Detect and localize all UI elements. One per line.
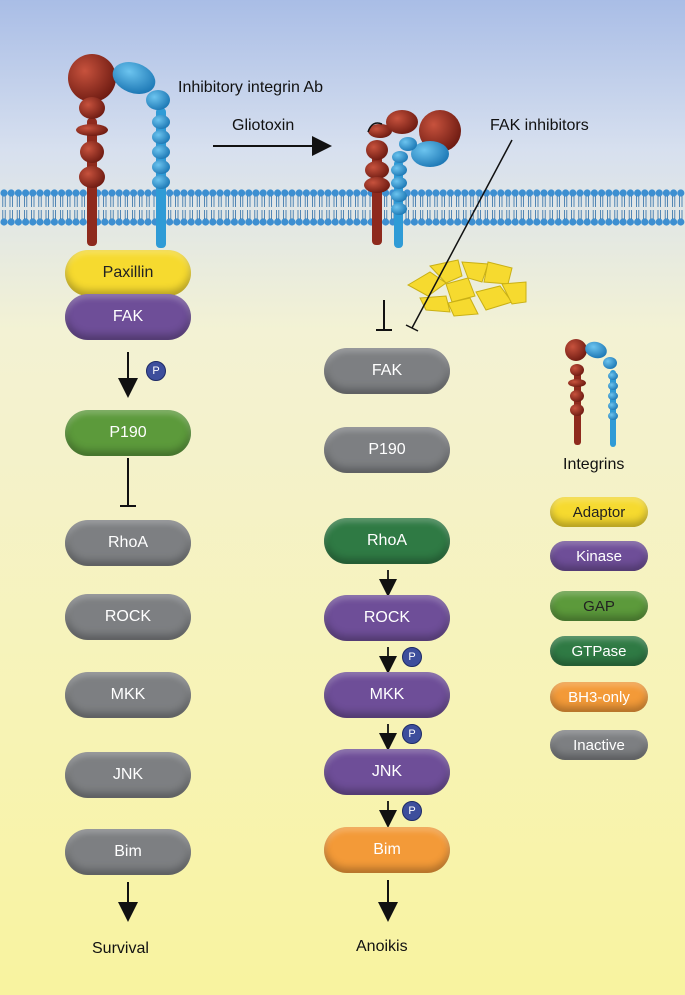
fak-inhibitors-label: FAK inhibitors: [490, 117, 589, 134]
inhibition-p190-rhoa: [120, 458, 136, 507]
node-right-p190: P190: [324, 427, 450, 473]
fak-inhibitor-fragments: [406, 259, 527, 317]
phospho-badge-jnk-bim: P: [402, 801, 422, 821]
legend-integrins-label: Integrins: [563, 456, 625, 473]
integrin-active: [68, 54, 170, 248]
node-left-rock: ROCK: [65, 594, 191, 640]
node-right-bim: Bim: [324, 827, 450, 873]
inhibition-bar-right: [376, 300, 392, 331]
node-left-fak: FAK: [65, 294, 191, 340]
legend-bh3-only: BH3-only: [550, 682, 648, 712]
fak-inhibitor-line: [405, 139, 513, 332]
gliotoxin-label: Gliotoxin: [232, 117, 295, 134]
node-left-jnk: JNK: [65, 752, 191, 798]
node-left-p190: P190: [65, 410, 191, 456]
node-left-rhoa: RhoA: [65, 520, 191, 566]
inhibitory-integrin-ab-label: Inhibitory integrin Ab: [178, 79, 323, 96]
integrin-inactive: [364, 110, 461, 248]
phospho-badge-mkk-jnk: P: [402, 724, 422, 744]
legend-gap: GAP: [550, 591, 648, 621]
node-right-fak: FAK: [324, 348, 450, 394]
node-right-jnk: JNK: [324, 749, 450, 795]
cell-membrane: [0, 189, 685, 226]
node-left-bim: Bim: [65, 829, 191, 875]
node-left-mkk: MKK: [65, 672, 191, 718]
legend-kinase: Kinase: [550, 541, 648, 571]
node-right-mkk: MKK: [324, 672, 450, 718]
node-paxillin: Paxillin: [65, 250, 191, 296]
node-right-rock: ROCK: [324, 595, 450, 641]
legend-inactive: Inactive: [550, 730, 648, 760]
phospho-badge-left: P: [146, 361, 166, 381]
legend-gtpase: GTPase: [550, 636, 648, 666]
legend-integrin-icon: [565, 339, 618, 447]
node-right-rhoa: RhoA: [324, 518, 450, 564]
legend-adaptor: Adaptor: [550, 497, 648, 527]
phospho-badge-rock-mkk: P: [402, 647, 422, 667]
outcome-anoikis: Anoikis: [356, 938, 408, 955]
outcome-survival: Survival: [92, 940, 149, 957]
